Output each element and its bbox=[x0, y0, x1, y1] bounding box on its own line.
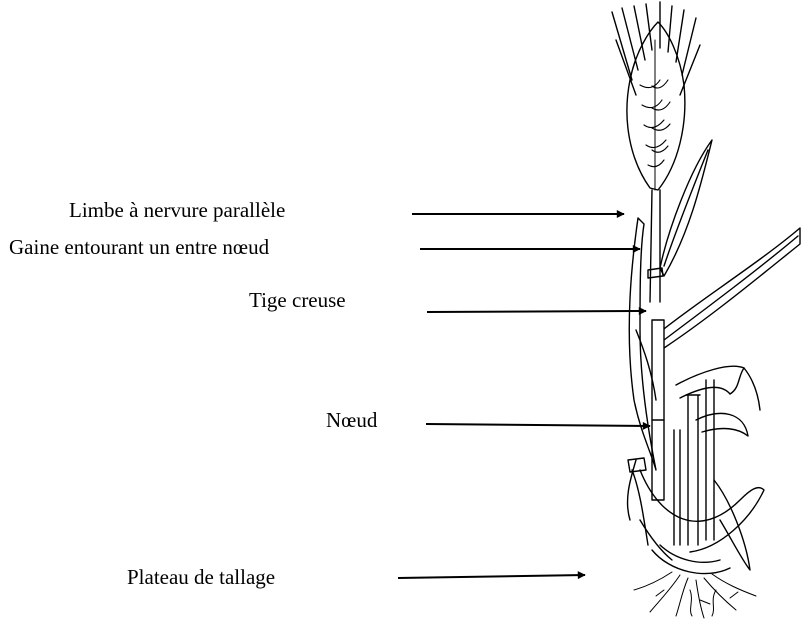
label-limbe: Limbe à nervure parallèle bbox=[69, 200, 285, 221]
drooping-leaf-4 bbox=[714, 480, 750, 570]
tillering-base bbox=[652, 545, 730, 574]
long-leaf bbox=[660, 228, 800, 348]
tiller-1 bbox=[686, 395, 700, 545]
label-plateau: Plateau de tallage bbox=[127, 567, 275, 588]
drooping-leaf-1 bbox=[676, 366, 744, 398]
tiller-2 bbox=[706, 380, 714, 540]
pointer-tige bbox=[427, 311, 646, 312]
label-tige: Tige creuse bbox=[249, 290, 346, 311]
drooping-leaf-2 bbox=[696, 413, 748, 436]
wheat-ear bbox=[612, 2, 700, 190]
wheat-plant-illustration bbox=[612, 2, 800, 618]
roots bbox=[634, 572, 756, 618]
lower-leaf-left bbox=[628, 460, 672, 560]
label-gaine: Gaine entourant un entre nœud bbox=[9, 237, 269, 258]
label-pointers bbox=[398, 214, 650, 578]
label-noeud: Nœud bbox=[326, 410, 377, 431]
peduncle bbox=[650, 190, 660, 302]
pointer-plateau bbox=[398, 575, 585, 578]
tiller-3 bbox=[674, 430, 680, 545]
pointer-noeud bbox=[426, 424, 650, 426]
main-stem bbox=[652, 320, 664, 500]
